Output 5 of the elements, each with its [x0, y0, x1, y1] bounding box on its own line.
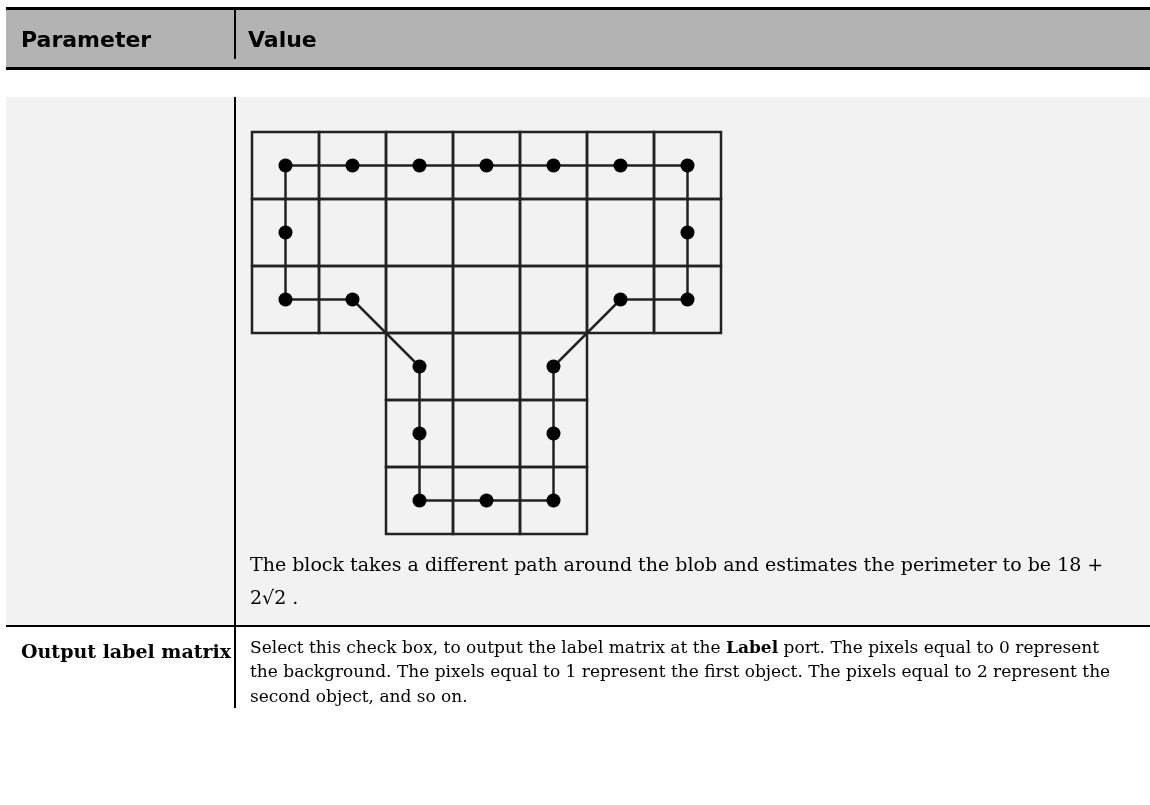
description-text: Select this check box, to output the label matrix at the Label port. The pixels equal to 0 represent the background. The pixels equal to 1 represent the first object. The pixels equal to 2 represent the second object, and so on. — [250, 635, 1112, 708]
column-header: Value — [248, 26, 317, 52]
parameter-name: Output label matrix — [21, 639, 232, 662]
description-text: The block takes a different path around the blob and estimates the perimeter to be 18 + 2√2 . — [250, 552, 1105, 611]
column-header: Parameter — [21, 25, 152, 54]
